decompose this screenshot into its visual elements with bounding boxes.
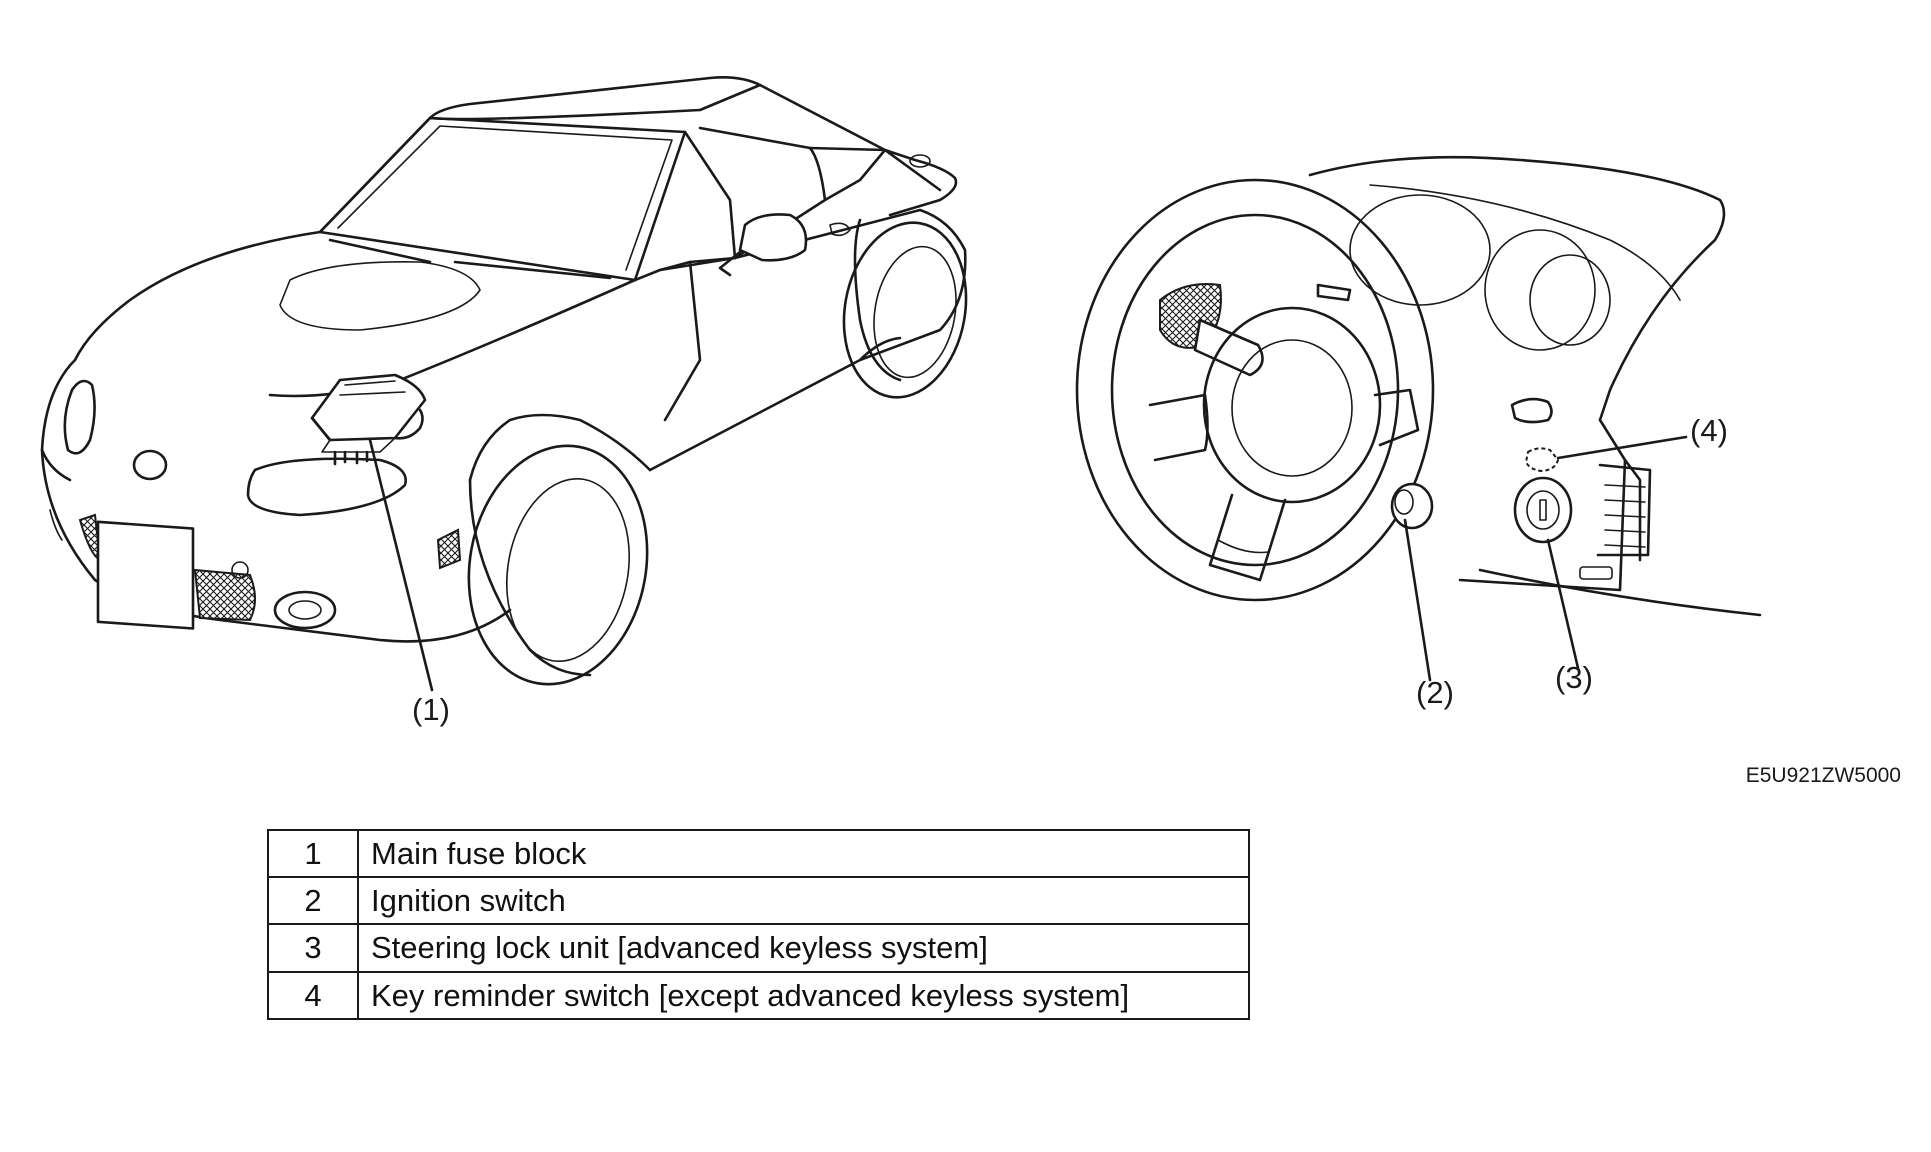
steering-illustration [1075,155,1762,682]
table-row: 1 Main fuse block [267,828,1250,879]
legend-number: 2 [267,876,359,926]
legend-label: Main fuse block [357,828,1250,879]
leader-line-3 [1546,538,1580,670]
table-row: 2 Ignition switch [267,876,1250,926]
legend-label: Steering lock unit [advanced keyless sys… [357,923,1250,973]
legend-number: 3 [267,923,359,973]
legend-label: Ignition switch [357,876,1250,926]
leader-line-2 [1403,518,1432,682]
callout-4: (4) [1690,413,1728,448]
ignition-switch [1390,482,1434,530]
callout-1: (1) [412,692,450,727]
table-row: 3 Steering lock unit [advanced keyless s… [267,923,1250,973]
legend-number: 1 [267,828,359,879]
figure-code: E5U921ZW5000 [1745,764,1901,787]
legend-label: Key reminder switch [except advanced key… [357,970,1250,1020]
key-reminder-switch [1524,447,1560,473]
callout-2: (2) [1416,675,1454,710]
leader-line-4 [1556,435,1688,460]
car-illustration [40,76,968,692]
table-row: 4 Key reminder switch [except advanced k… [267,970,1250,1020]
leader-line-1 [368,438,434,692]
legend-number: 4 [267,970,359,1020]
main-fuse-block [310,373,427,466]
callout-3: (3) [1555,660,1593,695]
steering-lock-unit [1513,476,1573,544]
legend-table: 1 Main fuse block 2 Ignition switch 3 St… [267,828,1250,1020]
